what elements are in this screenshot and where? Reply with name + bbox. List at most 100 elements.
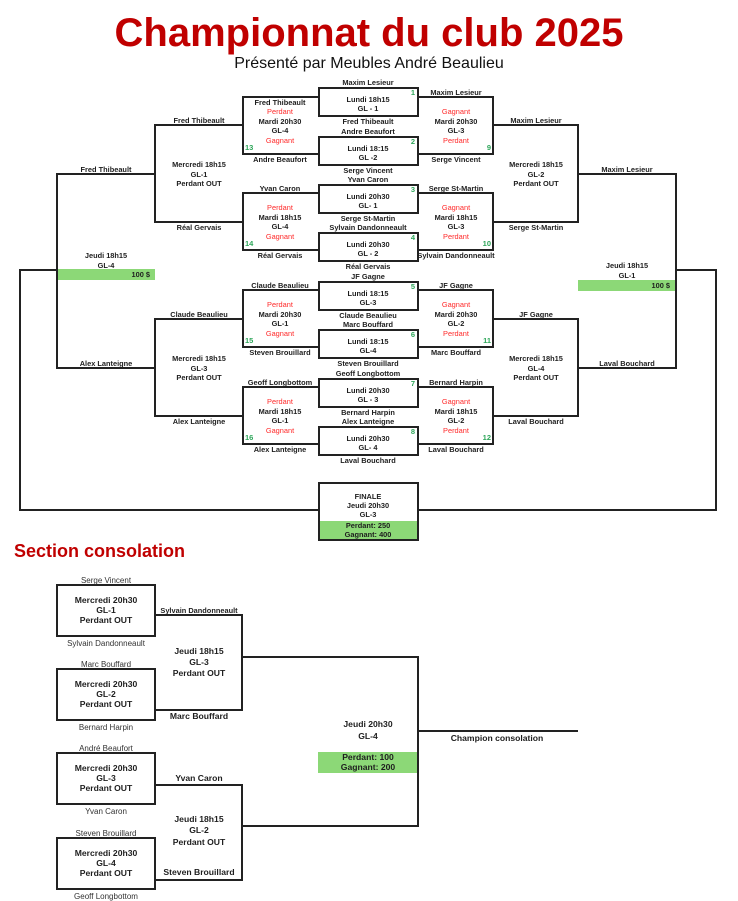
finale-label: FINALE [354,492,382,501]
consolation-match-box [56,752,156,805]
match-time: Mercredi 20h30 [74,763,138,773]
match-number: 15 [245,336,254,345]
status-label: Perdant [267,300,293,309]
match-time: Lundi 20h30 [346,240,390,249]
player-name: Yvan Caron [85,807,127,816]
player-name: Marc Bouffard [342,320,394,329]
player-name: Serge Vincent [343,166,393,175]
player-name: Alex Lanteigne [172,417,226,426]
match-lane: GL-4 [358,731,378,741]
player-name: Alex Lanteigne [341,417,395,426]
match-lane: GL - 1 [357,104,379,113]
player-name: Sylvain Dandonneault [67,639,145,648]
prize-amount: Perdant: 250 [345,521,391,530]
page-subtitle: Présenté par Meubles André Beaulieu [234,55,504,72]
player-name: Andre Beaufort [253,155,307,164]
match-number: 13 [245,143,254,152]
match-note: Perdant OUT [79,615,133,625]
round1-match-box [318,184,419,214]
player-name: Serge Vincent [431,155,481,164]
player-name: Maxim Lesieur [601,165,653,174]
player-name: Sylvain Dandonneault [329,223,407,232]
match-lane: GL-1 [618,271,636,280]
player-name: Fred Thibeault [173,116,225,125]
status-label: Perdant [443,136,469,145]
player-name: Claude Beaulieu [251,281,309,290]
status-label: Perdant [443,232,469,241]
match-lane: GL-1 [271,416,289,425]
match-time: Lundi 20h30 [346,386,390,395]
round1-match-box [318,426,419,456]
player-name: Steven Brouillard [163,867,235,877]
player-name: Yvan Caron [175,773,223,783]
match-time: Mardi 18h15 [258,407,302,416]
player-name: Alex Lanteigne [79,359,133,368]
player-name: JF Gagne [351,272,385,281]
status-label: Gagnant [265,136,295,145]
player-name: Serge St-Martin [428,184,484,193]
finale-prize-fill [319,521,418,539]
player-name: Bernard Harpin [341,408,395,417]
match-time: Mercredi 20h30 [74,848,138,858]
match-lane: GL- 1 [358,201,378,210]
match-number: 4 [410,233,415,242]
match-note: Perdant OUT [79,783,133,793]
match-lane: GL - 3 [357,395,379,404]
player-name: Fred Thibeault [80,165,132,174]
player-name: André Beaufort [79,744,133,753]
consolation-match-box [56,584,156,637]
player-name: Serge St-Martin [340,214,396,223]
match-lane: GL-4 [271,126,289,135]
prize-amount: 100 $ [651,281,671,290]
player-name: Laval Bouchard [508,417,564,426]
player-name: Maxim Lesieur [510,116,562,125]
status-label: Gagnant [265,329,295,338]
match-time: Jeudi 20h30 [346,501,390,510]
player-name: Marc Bouffard [169,711,229,721]
match-lane: GL-4 [271,222,289,231]
connector-line [19,269,318,511]
match-lane: GL-2 [447,416,465,425]
player-name: Fred Thibeault [254,98,306,107]
status-label: Gagnant [265,426,295,435]
match-number: 6 [410,330,415,339]
match-number: 16 [245,433,254,442]
match-number: 5 [410,282,415,291]
round1-match-box [318,329,419,359]
match-note: Perdant OUT [79,868,133,878]
match-time: Lundi 20h30 [346,434,390,443]
player-name: Claude Beaulieu [339,311,397,320]
match-lane: GL-1 [271,319,289,328]
match-time: Mercredi 18h15 [509,159,563,169]
match-note: Perdant OUT [513,372,559,382]
match-time: Jeudi 20h30 [343,719,393,729]
match-number: 8 [410,427,415,436]
player-name: Steven Brouillard [337,359,399,368]
match-number: 12 [482,433,491,442]
status-label: Perdant [267,107,293,116]
match-time: Mardi 20h30 [434,310,478,319]
player-name: Laval Bouchard [340,456,396,465]
status-label: Perdant [267,397,293,406]
match-lane: GL -2 [358,153,378,162]
player-name: JF Gagne [519,310,553,319]
status-label: Gagnant [265,232,295,241]
round1-match-box [318,136,419,166]
match-lane: GL-4 [96,858,116,868]
match-note: Perdant OUT [79,699,133,709]
match-time: Lundi 18:15 [347,144,389,153]
match-time: Mercredi 20h30 [74,679,138,689]
prize-amount: Gagnant: 400 [344,530,392,539]
player-name: Serge Vincent [80,576,132,585]
match-number: 1 [410,88,415,97]
player-name: Réal Gervais [176,223,222,232]
player-name: Geoff Longbottom [247,378,313,387]
status-label: Perdant [443,426,469,435]
match-time: Lundi 18h15 [346,95,390,104]
match-time: Mardi 18h15 [258,213,302,222]
match-lane: GL-3 [447,126,465,135]
match-time: Mercredi 18h15 [172,159,226,169]
match-lane: GL-3 [359,298,377,307]
match-lane: GL-3 [190,363,208,373]
